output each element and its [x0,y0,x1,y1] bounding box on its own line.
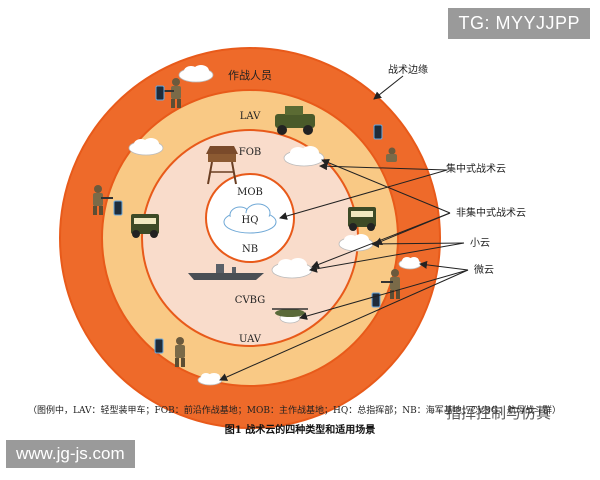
cloud-icon [283,146,325,167]
armored-vehicle-icon [131,214,159,238]
micro-cloud-arrow [219,269,469,381]
watermark-bottom-left: www.jg-js.com [6,440,135,468]
soldier-icon [175,337,185,367]
ring-label-personnel: 作战人员 [228,69,272,82]
phone-icon [113,200,123,216]
figure-legend: （图例中，LAV：轻型装甲车；FOB：前沿作战基地；MOB：主作战基地；HQ：总… [28,406,562,416]
armored-vehicle-icon [348,207,376,231]
cloud-icon [398,257,422,270]
ring-label-uav: UAV [239,334,262,345]
soldier-icon [381,269,400,299]
cloud-icon [128,138,164,156]
callout-tactical-edge: 战术边缘 [388,63,428,76]
watermark-top-right: TG: MYYJJPP [448,8,590,39]
ring-label-hq: HQ [242,215,259,226]
callout-small-cloud: 小云 [470,237,490,249]
ring-label-nb: NB [242,244,258,255]
micro-cloud-arrow [299,269,469,320]
micro-cloud-arrow [419,260,469,271]
callout-decentralized-cloud: 非集中式战术云 [456,206,526,219]
crouching-soldier-icon [386,147,397,162]
phone-icon [155,85,165,101]
phone-icon [373,124,383,140]
aircraft-carrier-icon [188,264,264,280]
small-cloud-arrow [371,239,465,248]
ring-label-cvbg: CVBG [235,295,265,306]
ring-label-mob: MOB [237,187,263,198]
centralized-cloud-arrow [279,169,448,220]
callout-micro-cloud: 微云 [474,263,494,276]
soldier-icon [93,185,113,215]
figure-caption: 图1 战术云的四种类型和适用场景 [224,425,376,436]
cloud-icon [178,65,214,83]
edge-callout-arrow [373,75,404,100]
decentralized-cloud-arrow [311,212,451,269]
uav-icon [272,308,308,317]
small-cloud-arrow [309,242,465,273]
hq-cloud-icon [223,203,277,234]
ring-label-lav: LAV [240,111,261,122]
centralized-cloud-arrow [319,162,448,171]
cloud-icon [197,373,223,386]
watchtower-icon [206,146,238,185]
cloud-icon [338,234,374,252]
decentralized-cloud-arrow [321,158,451,214]
soldier-icon [164,78,181,108]
callout-centralized-cloud: 集中式战术云 [446,162,506,175]
phone-icon [154,338,164,354]
ring-label-fob: FOB [239,147,262,158]
wechat-watermark: 指挥控制与仿真 [446,404,552,422]
cloud-icon [271,258,313,279]
armored-vehicle-icon [275,106,315,135]
